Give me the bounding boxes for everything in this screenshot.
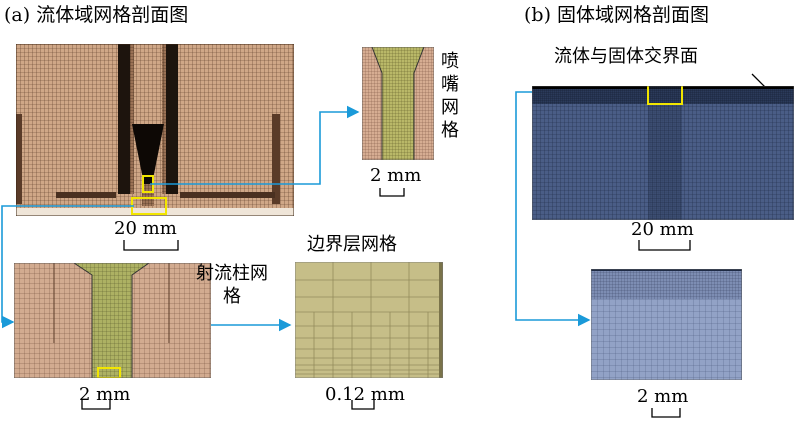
scale-bar-b-main bbox=[638, 240, 691, 251]
scale-label-nozzle: 2 mm bbox=[370, 165, 422, 186]
jet-column-mesh bbox=[14, 263, 211, 378]
solid-domain-mesh bbox=[532, 86, 794, 220]
panel-a-title: (a) 流体域网格剖面图 bbox=[4, 4, 189, 26]
scale-bar-nozzle bbox=[379, 188, 405, 197]
scale-label-jet: 2 mm bbox=[79, 384, 131, 405]
scale-label-a-main: 20 mm bbox=[114, 218, 177, 239]
nozzle-mesh-label: 喷嘴网格 bbox=[441, 51, 459, 141]
jet-column-label: 射流柱网格 bbox=[196, 263, 268, 307]
scale-label-b-main: 20 mm bbox=[631, 219, 694, 240]
interface-highlight-box bbox=[647, 86, 683, 105]
panel-b-title: (b) 固体域网格剖面图 bbox=[524, 4, 710, 26]
scale-label-b-detail: 2 mm bbox=[637, 386, 689, 407]
boundary-highlight-box bbox=[97, 367, 121, 378]
boundary-layer-label: 边界层网格 bbox=[307, 234, 397, 255]
scale-bar-b-detail bbox=[651, 408, 681, 418]
fluid-domain-mesh bbox=[16, 44, 294, 216]
solid-detail-mesh bbox=[591, 269, 742, 380]
scale-bar-a-main bbox=[123, 240, 179, 251]
boundary-layer-mesh bbox=[295, 262, 443, 378]
interface-label: 流体与固体交界面 bbox=[554, 46, 698, 67]
nozzle-mesh-inset bbox=[362, 47, 434, 160]
scale-label-boundary: 0.12 mm bbox=[325, 384, 405, 405]
